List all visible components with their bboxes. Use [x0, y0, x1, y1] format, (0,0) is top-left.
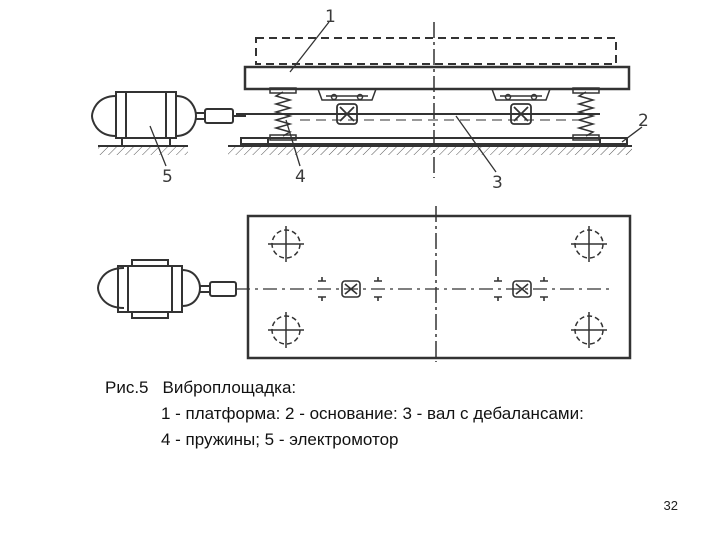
caption-title-line: Рис.5 Виброплощадка:	[105, 375, 584, 401]
plan-shaft-assembly-left	[318, 277, 382, 301]
figure-caption: Рис.5 Виброплощадка: 1 - платформа: 2 - о…	[105, 375, 584, 453]
leader-5	[149, 125, 167, 167]
platform	[243, 65, 631, 91]
side-view	[90, 21, 643, 178]
spring-position-bottom-left	[268, 312, 304, 348]
load-dashed-outline	[255, 37, 617, 65]
plan-view	[96, 206, 632, 362]
base-plate	[240, 137, 628, 145]
bearing-left	[317, 88, 377, 101]
caption-legend-line-2: 4 - пружины; 5 - электромотор	[161, 430, 399, 449]
callout-base: 2	[638, 111, 649, 131]
leader-2	[621, 126, 643, 143]
unbalance-weight-right	[510, 103, 532, 125]
leader-1	[289, 21, 330, 73]
electric-motor-plan	[96, 259, 237, 319]
caption-legend-line-1: 1 - платформа: 2 - основание: 3 - вал с …	[161, 404, 584, 423]
callout-platform: 1	[325, 7, 336, 27]
caption-fig-label: Рис.5	[105, 378, 149, 397]
bearing-right	[491, 88, 551, 101]
plan-shaft-assembly-right	[494, 277, 548, 301]
unbalance-weight-left	[336, 103, 358, 125]
spring-position-top-left	[268, 226, 304, 262]
electric-motor-side	[90, 91, 246, 147]
callout-shaft: 3	[492, 173, 503, 193]
leader-3	[455, 115, 497, 173]
caption-title: Виброплощадка:	[162, 378, 297, 397]
callout-springs: 4	[295, 167, 306, 187]
platform-plan	[246, 214, 632, 360]
spring-position-bottom-right	[571, 312, 607, 348]
page-number: 32	[663, 498, 678, 513]
spring-position-top-right	[571, 226, 607, 262]
callout-motor: 5	[162, 167, 173, 187]
leader-4	[285, 119, 301, 167]
